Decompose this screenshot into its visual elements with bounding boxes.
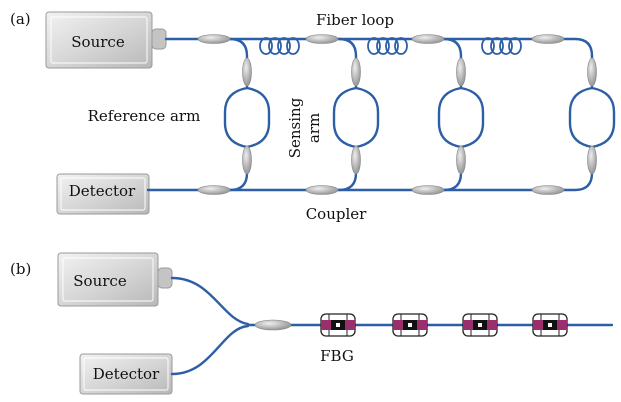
coupler-b [254, 319, 292, 331]
detector-label-b: Detector [93, 365, 160, 383]
sensing-arm-label-line2: arm [305, 113, 323, 143]
couplers-bottom [197, 185, 565, 195]
source-label: Source [71, 33, 125, 51]
fiber-loop-label: Fiber loop [316, 11, 394, 29]
couplers-top [197, 34, 565, 44]
detector-box-b: Detector [79, 353, 173, 395]
source-fiber-b [170, 276, 250, 326]
source-label-b: Source [73, 272, 127, 290]
panel-a-label: (a) [10, 10, 31, 28]
panel-b-label: (b) [10, 260, 31, 278]
sensing-arm-label: Sensing arm [286, 97, 323, 158]
panel-a: (a) Source Detector [10, 10, 616, 223]
detector-fiber-b [170, 324, 250, 376]
detector-label: Detector [69, 182, 136, 200]
fiber-coil-1 [259, 37, 300, 55]
reference-arm-label: Reference arm [88, 107, 201, 125]
detector-box: Detector [56, 173, 150, 215]
couplers-vertical [242, 57, 597, 175]
source-box-b: Source [57, 252, 173, 307]
panel-b: (b) Source Detector [10, 252, 614, 395]
fbg-3 [462, 313, 498, 337]
fbg-label: FBG [320, 347, 354, 365]
fiber-coil-3 [481, 37, 522, 55]
source-box: Source [45, 11, 167, 69]
fiber-coil-2 [367, 37, 408, 55]
fbg-2 [392, 313, 428, 337]
top-bus-fiber [164, 37, 594, 58]
bottom-bus-fiber [146, 171, 594, 192]
coupler-label: Coupler [306, 205, 367, 223]
fbg-4 [532, 313, 568, 337]
sensing-arm-label-line1: Sensing [286, 97, 304, 158]
fbg-1 [320, 313, 356, 337]
